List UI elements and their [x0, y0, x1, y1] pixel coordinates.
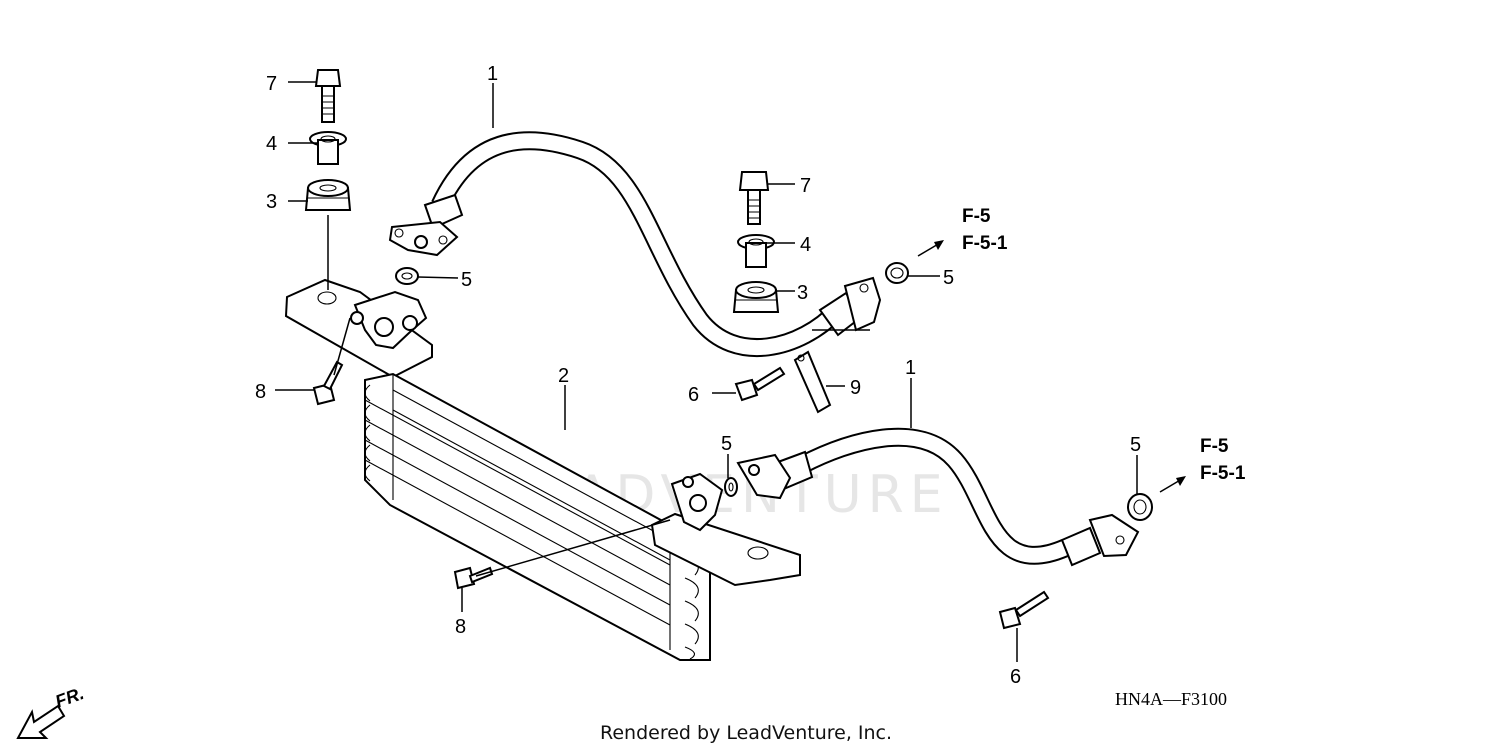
collar-4-left[interactable] — [309, 131, 347, 165]
reference-upper-line1: F-5 — [962, 206, 991, 227]
callout-1-lower: 1 — [905, 357, 916, 379]
o-ring-5-top-right[interactable] — [885, 262, 909, 284]
front-direction-indicator: FR. — [16, 683, 87, 739]
callout-6-lower: 6 — [1010, 666, 1021, 688]
front-arrow-icon — [16, 704, 66, 739]
leader-lines — [275, 81, 1186, 662]
reference-upper[interactable]: F-5 F-5-1 — [962, 206, 1008, 254]
reference-lower-line1: F-5 — [1200, 436, 1229, 457]
callout-1-upper: 1 — [487, 63, 498, 85]
callout-8-lower: 8 — [455, 616, 466, 638]
clamp-9[interactable] — [793, 350, 832, 414]
callout-6-upper: 6 — [688, 384, 699, 406]
o-ring-5-lower-left[interactable] — [724, 477, 738, 497]
reference-upper-line2: F-5-1 — [962, 233, 1008, 254]
rubber-mount-3-right[interactable] — [732, 281, 780, 313]
bolt-7-right[interactable] — [738, 171, 770, 225]
o-ring-5-lower-right[interactable] — [1127, 493, 1153, 521]
callout-3-right: 3 — [797, 282, 808, 304]
callout-5-lower-right: 5 — [1130, 434, 1141, 456]
reference-lower[interactable]: F-5 F-5-1 — [1200, 436, 1246, 484]
callout-2: 2 — [558, 365, 569, 387]
bolt-8-upper[interactable] — [312, 360, 344, 406]
collar-4-right[interactable] — [737, 234, 775, 268]
reference-lower-line2: F-5-1 — [1200, 463, 1246, 484]
diagram-code: HN4A—F3100 — [1115, 689, 1227, 709]
callout-7-right: 7 — [800, 175, 811, 197]
rubber-mount-3-left[interactable] — [304, 179, 352, 211]
callout-5-top-left: 5 — [461, 269, 472, 291]
callout-4-left: 4 — [266, 133, 277, 155]
callout-8-upper: 8 — [255, 381, 266, 403]
callout-4-right: 4 — [800, 234, 811, 256]
bolt-7-left[interactable] — [314, 69, 342, 123]
lower-oil-hose[interactable] — [736, 427, 1140, 567]
callout-7-left: 7 — [266, 73, 277, 95]
callout-9: 9 — [850, 377, 861, 399]
front-label: FR. — [53, 683, 87, 712]
callout-5-lower-left: 5 — [721, 433, 732, 455]
o-ring-5-top-left[interactable] — [395, 267, 419, 285]
bolt-6-lower[interactable] — [998, 590, 1050, 630]
credit-text: Rendered by LeadVenture, Inc. — [600, 722, 892, 744]
upper-oil-hose[interactable] — [388, 131, 882, 358]
callout-3-left: 3 — [266, 191, 277, 213]
oil-cooler[interactable] — [284, 278, 801, 661]
callout-5-top-right: 5 — [943, 267, 954, 289]
bolt-6-upper[interactable] — [734, 366, 786, 402]
bolt-8-lower[interactable] — [453, 566, 494, 590]
